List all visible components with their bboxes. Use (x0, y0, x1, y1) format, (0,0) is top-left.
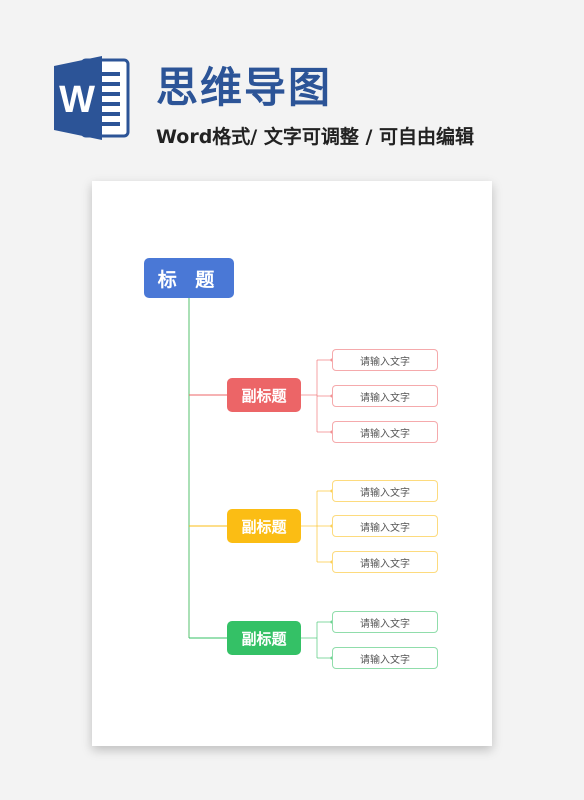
mindmap-paper: 标 题副标题请输入文字请输入文字请输入文字副标题请输入文字请输入文字请输入文字副… (92, 181, 492, 746)
leaf-text-box[interactable]: 请输入文字 (332, 349, 438, 371)
leaf-text-box[interactable]: 请输入文字 (332, 385, 438, 407)
leaf-text-box[interactable]: 请输入文字 (332, 421, 438, 443)
page-subtitle: Word格式/ 文字可调整 / 可自由编辑 (156, 126, 475, 148)
subtopic-node[interactable]: 副标题 (227, 378, 301, 412)
page-title: 思维导图 (156, 63, 333, 112)
word-logo-letter: W (59, 79, 95, 121)
subtopic-node[interactable]: 副标题 (227, 621, 301, 655)
leaf-text-box[interactable]: 请输入文字 (332, 551, 438, 573)
leaf-text-box[interactable]: 请输入文字 (332, 515, 438, 537)
leaf-text-box[interactable]: 请输入文字 (332, 480, 438, 502)
mindmap-connectors (188, 298, 334, 660)
leaf-text-box[interactable]: 请输入文字 (332, 647, 438, 669)
root-node[interactable]: 标 题 (144, 258, 234, 298)
word-logo-icon: W (52, 50, 130, 146)
subtopic-node[interactable]: 副标题 (227, 509, 301, 543)
leaf-text-box[interactable]: 请输入文字 (332, 611, 438, 633)
